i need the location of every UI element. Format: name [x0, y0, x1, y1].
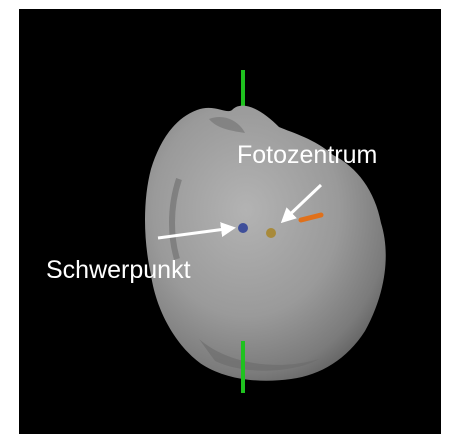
- photo-center-label: Fotozentrum: [237, 143, 377, 168]
- center-of-mass-marker: [238, 223, 248, 233]
- render-viewport: Fotozentrum Schwerpunkt: [19, 9, 441, 434]
- asteroid-render: [19, 9, 441, 434]
- center-of-mass-label: Schwerpunkt: [46, 258, 191, 283]
- photo-center-marker: [266, 228, 276, 238]
